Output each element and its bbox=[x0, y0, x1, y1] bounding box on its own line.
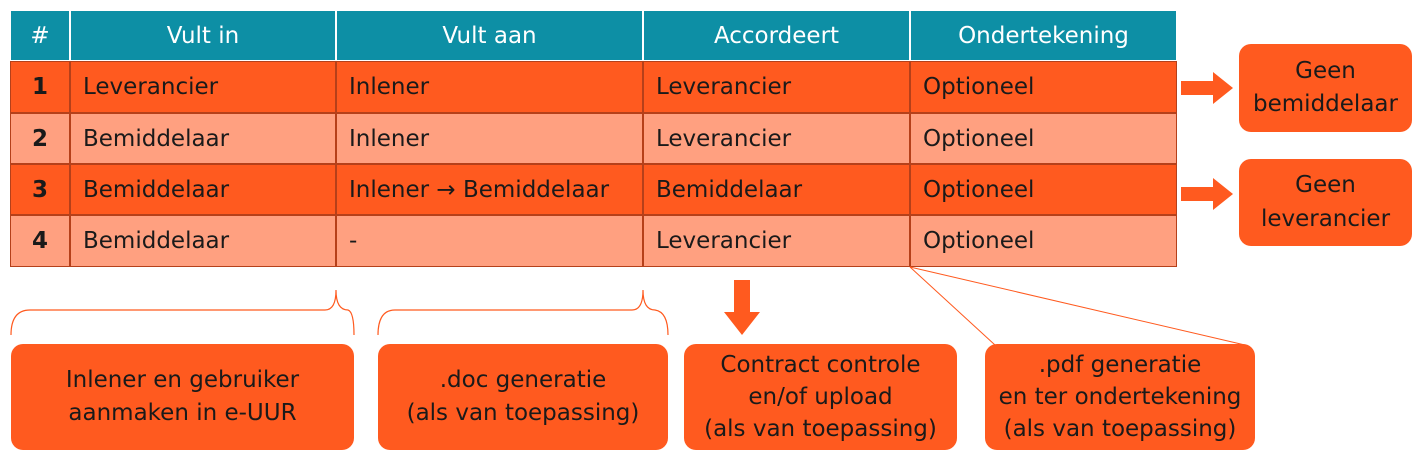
arrow-right-icon bbox=[1181, 72, 1233, 104]
header-ondertekening: Ondertekening bbox=[910, 10, 1177, 61]
row-1-vult-in: Leverancier bbox=[70, 61, 336, 113]
arrow-right-icon bbox=[1181, 178, 1233, 210]
box-line: .doc generatie bbox=[439, 366, 607, 393]
row-3-vult-in: Bemiddelaar bbox=[70, 164, 336, 215]
box-line: .pdf generatie bbox=[1038, 351, 1202, 378]
row-4-vult-aan: - bbox=[336, 215, 643, 267]
arrow-down-icon bbox=[724, 280, 760, 335]
row-4-vult-in: Bemiddelaar bbox=[70, 215, 336, 267]
box-line: (als van toepassing) bbox=[406, 400, 640, 426]
row-1-accordeert: Leverancier bbox=[643, 61, 910, 113]
box-line: aanmaken in e-UUR bbox=[68, 400, 297, 426]
box-line: Inlener en gebruiker bbox=[65, 366, 300, 393]
header-accordeert: Accordeert bbox=[643, 10, 910, 61]
box-geen-leverancier: Geen leverancier bbox=[1239, 159, 1412, 246]
row-1-vult-aan: Inlener bbox=[336, 61, 643, 113]
row-3-ondertekening: Optioneel bbox=[910, 164, 1177, 215]
row-2-ondertekening: Optioneel bbox=[910, 113, 1177, 164]
brace-left bbox=[10, 289, 355, 336]
box-line: bemiddelaar bbox=[1253, 91, 1398, 117]
box-line: Geen bbox=[1295, 57, 1356, 84]
connector-line bbox=[909, 266, 1246, 346]
connector-line bbox=[909, 266, 996, 346]
row-3-accordeert: Bemiddelaar bbox=[643, 164, 910, 215]
header-num: # bbox=[10, 10, 70, 61]
row-2-vult-aan: Inlener bbox=[336, 113, 643, 164]
row-2-accordeert: Leverancier bbox=[643, 113, 910, 164]
row-3-vult-aan: Inlener → Bemiddelaar bbox=[336, 164, 643, 215]
box-contract-controle: Contract controle en/of upload (als van … bbox=[684, 344, 957, 450]
box-pdf-generatie: .pdf generatie en ter ondertekening (als… bbox=[985, 344, 1255, 450]
box-line: Geen bbox=[1295, 172, 1356, 199]
box-line: (als van toepassing) bbox=[1003, 416, 1237, 443]
box-geen-bemiddelaar: Geen bemiddelaar bbox=[1239, 44, 1412, 132]
box-line: en/of upload bbox=[748, 383, 893, 410]
row-4-ondertekening: Optioneel bbox=[910, 215, 1177, 267]
header-vult-aan: Vult aan bbox=[336, 10, 643, 61]
row-4-accordeert: Leverancier bbox=[643, 215, 910, 267]
row-2-vult-in: Bemiddelaar bbox=[70, 113, 336, 164]
box-line: leverancier bbox=[1260, 205, 1391, 232]
box-line: Contract controle bbox=[720, 351, 921, 378]
box-doc-generatie: .doc generatie (als van toepassing) bbox=[378, 344, 668, 450]
box-line: (als van toepassing) bbox=[704, 416, 937, 443]
row-4-num: 4 bbox=[10, 215, 70, 267]
row-2-num: 2 bbox=[10, 113, 70, 164]
box-inlener-aanmaken: Inlener en gebruiker aanmaken in e-UUR bbox=[11, 344, 354, 450]
row-3-num: 3 bbox=[10, 164, 70, 215]
row-1-num: 1 bbox=[10, 61, 70, 113]
header-vult-in: Vult in bbox=[70, 10, 336, 61]
brace-right bbox=[377, 289, 669, 336]
row-1-ondertekening: Optioneel bbox=[910, 61, 1177, 113]
box-line: en ter ondertekening bbox=[998, 383, 1242, 410]
